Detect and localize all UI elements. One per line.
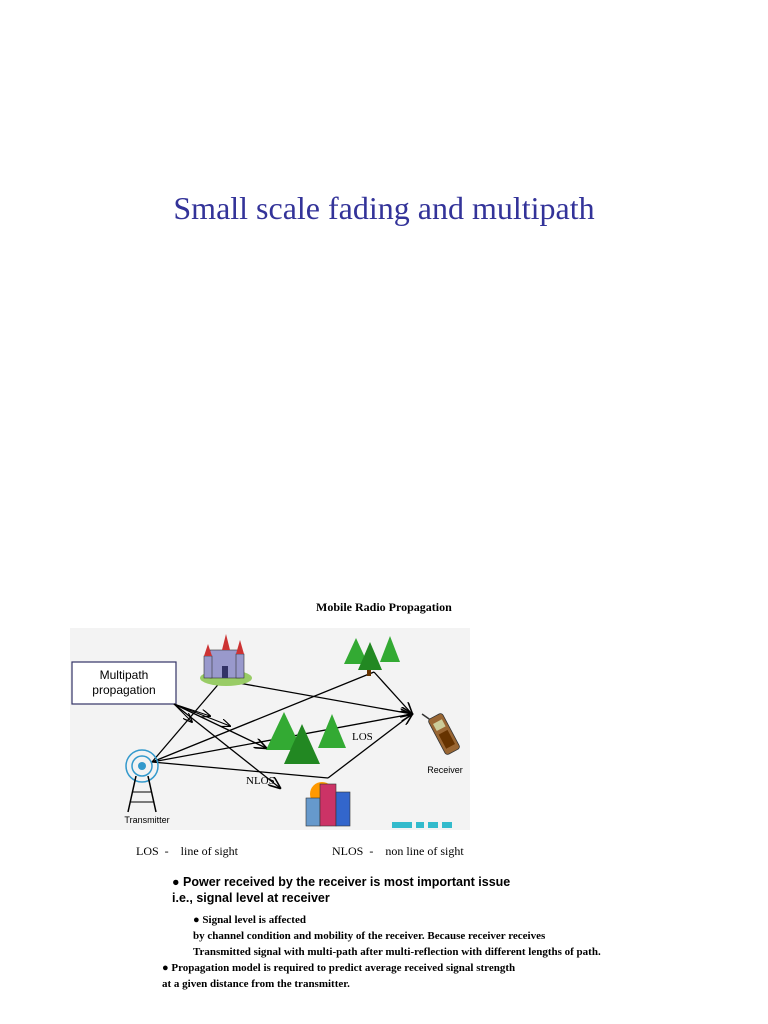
bullet-power-line2: i.e., signal level at receiver bbox=[172, 891, 330, 905]
trees-top-icon bbox=[344, 636, 400, 676]
transmitter-icon bbox=[125, 749, 159, 813]
logo-fragment-icon bbox=[392, 822, 452, 828]
path-trees-to-receiver bbox=[373, 671, 412, 714]
multipath-label-line1: Multipath bbox=[100, 668, 149, 682]
path-scatter-2 bbox=[173, 703, 266, 748]
bullet-signal-line3: Transmitted signal with multi-path after… bbox=[193, 946, 601, 958]
bullet-power-received: ● Power received by the receiver is most… bbox=[172, 874, 592, 906]
receiver-label: Receiver bbox=[427, 765, 463, 775]
castle-icon bbox=[200, 634, 252, 686]
multipath-label-line2: propagation bbox=[92, 683, 155, 697]
path-to-castle bbox=[151, 679, 223, 763]
figure-caption: Mobile Radio Propagation bbox=[316, 600, 452, 614]
bullet-power-line1: ● Power received by the receiver is most… bbox=[172, 875, 511, 889]
legend-nlos: NLOS - non line of sight bbox=[332, 844, 464, 858]
transmitter-label: Transmitter bbox=[124, 815, 169, 825]
slide-title: Small scale fading and multipath bbox=[173, 190, 595, 226]
bullet-propagation-line1: ● Propagation model is required to predi… bbox=[162, 962, 516, 974]
path-building-to-receiver bbox=[327, 714, 412, 779]
los-label: LOS bbox=[352, 731, 373, 743]
nlos-label: NLOS bbox=[246, 775, 275, 787]
trees-middle-icon bbox=[266, 712, 346, 764]
bullet-signal-line2: by channel condition and mobility of the… bbox=[193, 930, 546, 942]
bullet-propagation-line2: at a given distance from the transmitter… bbox=[162, 978, 350, 990]
building-icon bbox=[305, 782, 351, 827]
legend-los: LOS - line of sight bbox=[136, 844, 238, 858]
path-to-building bbox=[151, 761, 329, 779]
multipath-diagram: Multipath propagation bbox=[70, 628, 470, 830]
path-scatter-1 bbox=[173, 703, 280, 788]
path-castle-to-receiver bbox=[221, 679, 412, 714]
bullet-propagation-model: ● Propagation model is required to predi… bbox=[162, 960, 682, 992]
multipath-label-box: Multipath propagation bbox=[71, 661, 177, 705]
bullet-signal-level: ● Signal level is affected by channel co… bbox=[193, 912, 713, 960]
propagation-paths bbox=[151, 671, 412, 788]
bullet-signal-line1: ● Signal level is affected bbox=[193, 914, 306, 926]
path-to-trees bbox=[151, 671, 375, 763]
receiver-icon bbox=[421, 713, 460, 755]
